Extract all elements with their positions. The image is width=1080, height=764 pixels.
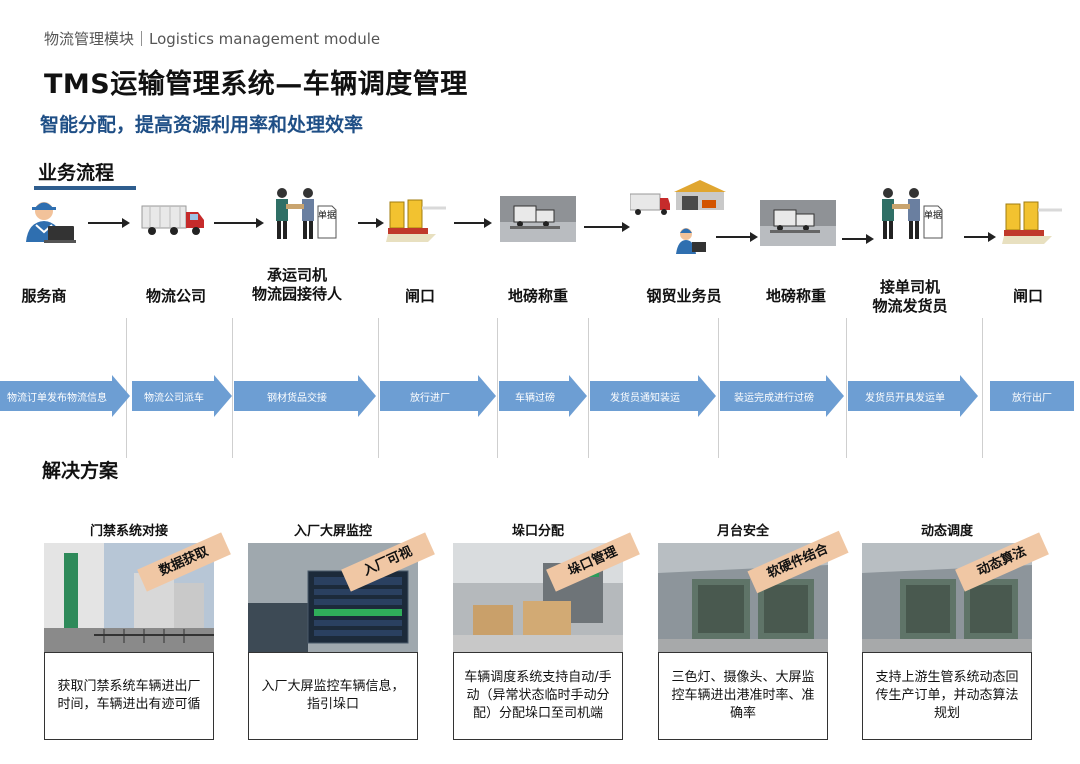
card-title: 门禁系统对接 <box>89 524 168 539</box>
step-text: 放行出厂 <box>1012 392 1052 404</box>
section-underline <box>34 186 136 190</box>
step-arrow: 放行进厂 <box>380 375 496 417</box>
breadcrumb: 物流管理模块｜Logistics management module <box>44 30 381 48</box>
gate-barrier-icon <box>1002 201 1062 244</box>
warehouse-truck-icon <box>630 180 726 254</box>
node-label-logistics-company: 物流公司 <box>145 287 206 305</box>
column-divider <box>232 318 233 458</box>
flow-arrow <box>842 234 874 244</box>
step-text: 物流订单发布物流信息 <box>7 392 107 404</box>
node-label-service-provider: 服务商 <box>21 287 67 305</box>
card-title: 月台安全 <box>716 524 769 539</box>
step-text: 车辆过磅 <box>515 392 555 404</box>
document-label: 单据 <box>924 209 942 221</box>
step-arrow: 装运完成进行过磅 <box>720 375 844 417</box>
column-divider <box>846 318 847 458</box>
document-label: 单据 <box>318 209 336 221</box>
step-arrow: 发货员通知装运 <box>590 375 716 417</box>
column-divider <box>588 318 589 458</box>
card-photo-gate <box>44 543 214 653</box>
flow-arrow <box>214 218 264 228</box>
section-title-process: 业务流程 <box>38 162 115 184</box>
handshake-document-icon: 单据 <box>882 188 943 239</box>
card-text: 支持上游生管系统动态回传生产订单，并动态算法规划 <box>862 652 1032 740</box>
flow-arrow <box>964 232 996 242</box>
gate-barrier-icon <box>386 199 446 242</box>
page-subtitle: 智能分配，提高资源利用率和处理效率 <box>40 114 364 136</box>
flow-arrow <box>454 218 492 228</box>
column-divider <box>718 318 719 458</box>
step-arrow: 放行出厂 <box>990 375 1074 417</box>
card-title: 入厂大屏监控 <box>293 524 372 539</box>
handshake-document-icon: 单据 <box>276 188 337 239</box>
card-text: 获取门禁系统车辆进出厂时间，车辆进出有迹可循 <box>44 652 214 740</box>
flow-arrow <box>358 218 384 228</box>
worker-laptop-icon <box>26 202 76 243</box>
step-arrow: 钢材货品交接 <box>234 375 376 417</box>
flow-arrow <box>88 218 130 228</box>
node-label-carrier-driver: 承运司机 物流园接待人 <box>251 266 342 303</box>
step-text: 发货员通知装运 <box>610 392 680 404</box>
node-label-weighbridge-1: 地磅称重 <box>507 287 568 305</box>
truck-scale-icon <box>760 200 836 246</box>
step-arrow: 物流公司派车 <box>132 375 232 417</box>
card-photo-dispatch <box>862 543 1032 653</box>
column-divider <box>497 318 498 458</box>
step-text: 物流公司派车 <box>144 392 204 404</box>
node-label-gate-out: 闸口 <box>1012 287 1043 305</box>
column-divider <box>378 318 379 458</box>
card-title: 垛口分配 <box>511 524 564 539</box>
step-arrow: 物流订单发布物流信息 <box>0 375 130 417</box>
node-label-steel-trade-clerk: 钢贸业务员 <box>646 287 722 305</box>
card-text: 三色灯、摄像头、大屏监控车辆进出港准时率、准确率 <box>658 652 828 740</box>
step-arrow: 车辆过磅 <box>499 375 587 417</box>
card-text: 入厂大屏监控车辆信息，指引垛口 <box>248 652 418 740</box>
truck-scale-icon <box>500 196 576 242</box>
step-text: 发货员开具发运单 <box>865 392 945 404</box>
card-title: 动态调度 <box>920 524 973 539</box>
flow-arrow <box>716 232 758 242</box>
step-text: 钢材货品交接 <box>267 392 327 404</box>
step-text: 放行进厂 <box>410 392 450 404</box>
node-label-order-driver: 接单司机 物流发货员 <box>872 278 948 315</box>
flow-arrow <box>584 222 630 232</box>
node-label-weighbridge-2: 地磅称重 <box>765 287 826 305</box>
page-title: TMS运输管理系统—车辆调度管理 <box>44 69 468 100</box>
column-divider <box>982 318 983 458</box>
card-text: 车辆调度系统支持自动/手动（异常状态临时手动分配）分配垛口至司机端 <box>453 652 623 740</box>
step-arrow: 发货员开具发运单 <box>848 375 978 417</box>
truck-icon <box>141 205 204 235</box>
section-title-solutions: 解决方案 <box>42 460 119 482</box>
step-text: 装运完成进行过磅 <box>734 392 814 404</box>
node-label-gate-in: 闸口 <box>404 287 435 305</box>
